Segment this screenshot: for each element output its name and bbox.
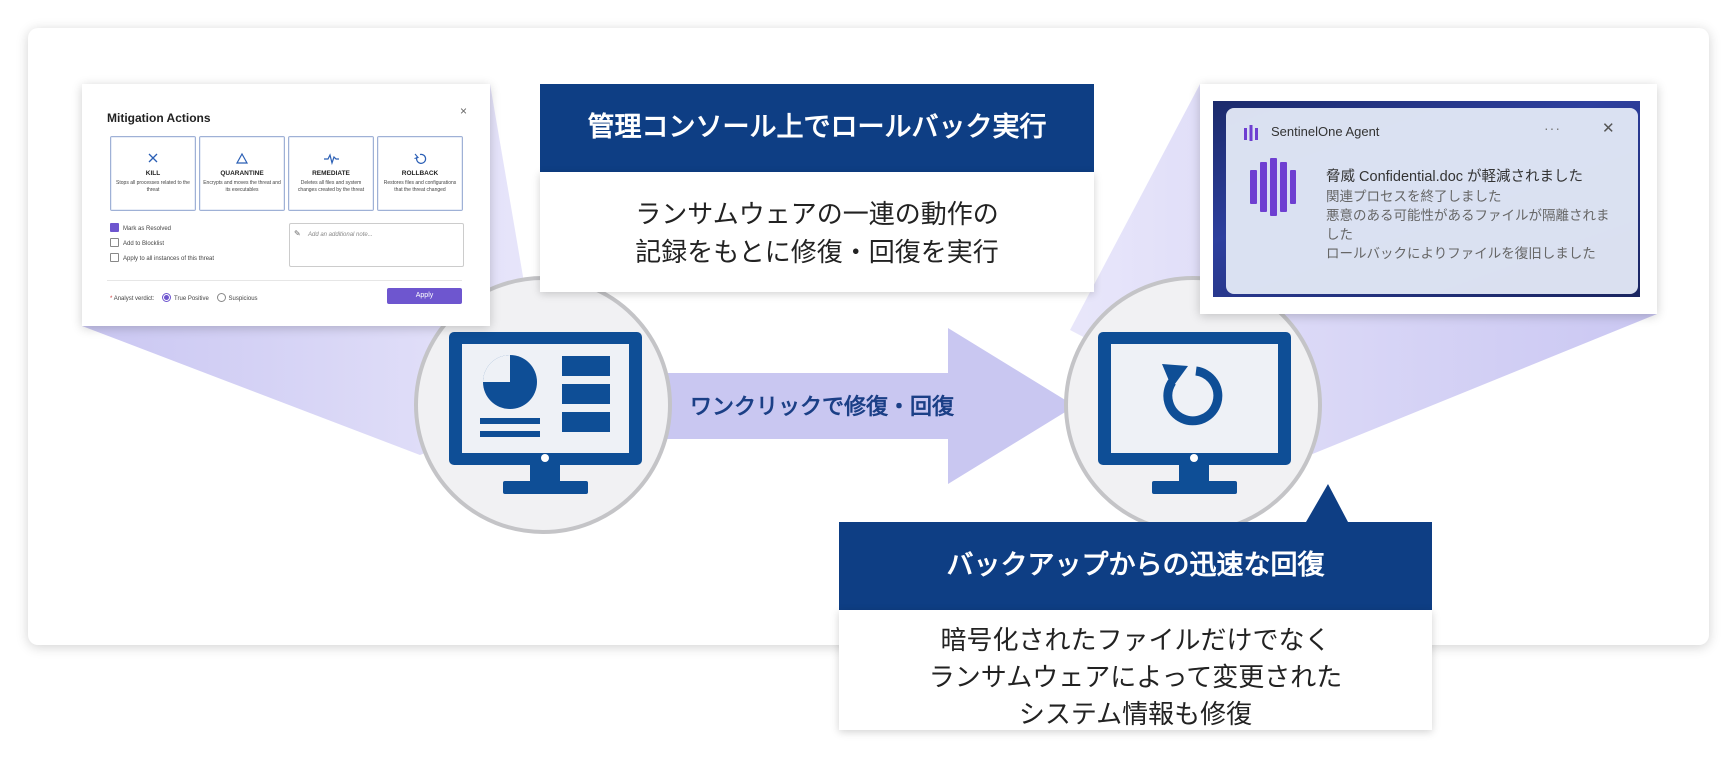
close-icon[interactable]: × [460,104,468,118]
callout-line: システム情報も修復 [1018,700,1253,730]
callout-line: 記録をもとに修復・回復を実行 [635,238,999,268]
triangle-icon [235,152,249,164]
action-kill-button[interactable]: KILL Stops all processes related to the … [110,136,196,211]
flow-arrow [665,328,1075,484]
callout-console-body: ランサムウェアの一連の動作の 記録をもとに修復・回復を実行 [540,172,1094,292]
restore-monitor-icon [1064,276,1322,534]
apply-button[interactable]: Apply [387,288,462,304]
close-icon[interactable]: ✕ [1602,120,1615,137]
message-line: 関連プロセスを終了しました [1326,189,1502,204]
action-name: QUARANTINE [220,170,264,177]
action-description: Deletes all files and system changes cre… [297,180,365,193]
radio-suspicious[interactable] [216,293,226,302]
sentinelone-shield-icon [1250,158,1296,216]
app-name: SentinelOne Agent [1271,124,1380,139]
note-input[interactable]: ✎ Add an additional note... [289,223,464,267]
checkbox-unchecked[interactable] [110,253,119,262]
message-line: 悪意のある可能性があるファイルが隔離されま [1326,208,1610,223]
notification-message: 関連プロセスを終了しました 悪意のある可能性があるファイルが隔離されま した ロ… [1326,187,1616,263]
mark-resolved-checkbox[interactable]: Mark as Resolved [110,223,171,232]
action-name: REMEDIATE [312,170,350,177]
action-description: Encrypts and moves the threat and its ex… [203,180,281,193]
checkbox-checked[interactable] [110,223,119,232]
action-rollback-button[interactable]: ROLLBACK Restores files and configuratio… [377,136,463,211]
checkbox-unchecked[interactable] [110,238,119,247]
action-description: Stops all processes related to the threa… [116,180,190,193]
required-mark: * [110,296,113,302]
analyst-verdict: * Analyst verdict: True Positive Suspici… [110,293,258,302]
notification-screenshot: SentinelOne Agent ··· ✕ 脅威 Confidential.… [1200,84,1657,314]
radio-label: Suspicious [228,296,258,302]
notification-title: 脅威 Confidential.doc が軽減されました [1326,169,1584,185]
radio-true-positive[interactable] [162,293,172,302]
add-blocklist-checkbox[interactable]: Add to Blocklist [110,238,164,247]
dashboard-monitor-icon [414,276,672,534]
action-name: KILL [145,170,161,177]
flow-arrow-label: ワンクリックで修復・回復 [690,395,955,420]
callout-line: ランサムウェアの一連の動作の [635,200,999,230]
checkbox-label: Add to Blocklist [123,241,165,247]
callout-pointer-backup [1306,484,1348,522]
mitigation-actions-dialog: Mitigation Actions × KILL Stops all proc… [82,84,490,326]
rollback-icon [414,153,427,164]
callout-console-heading: 管理コンソール上でロールバック実行 [540,84,1094,172]
action-name: ROLLBACK [401,170,439,177]
callout-backup-body: 暗号化されたファイルだけでなく ランサムウェアによって変更された システム情報も… [839,610,1432,730]
callout-line: ランサムウェアによって変更された [928,663,1343,693]
action-remediate-button[interactable]: REMEDIATE Deletes all files and system c… [288,136,374,211]
checkbox-label: Mark as Resolved [123,226,172,232]
note-placeholder: Add an additional note... [308,232,373,238]
message-line: した [1326,227,1353,242]
sentinelone-logo-icon [1244,125,1258,141]
divider [107,280,462,281]
pulse-icon [324,153,339,166]
more-options-icon[interactable]: ··· [1544,120,1561,136]
x-icon [148,153,158,163]
message-line: ロールバックによりファイルを復旧しました [1326,246,1596,261]
sentinelone-toast: SentinelOne Agent ··· ✕ 脅威 Confidential.… [1226,108,1638,294]
verdict-label: Analyst verdict: [113,296,155,302]
edit-note-icon: ✎ [294,229,301,238]
desktop-background: SentinelOne Agent ··· ✕ 脅威 Confidential.… [1213,101,1640,297]
action-quarantine-button[interactable]: QUARANTINE Encrypts and moves the threat… [199,136,285,211]
callout-line: 暗号化されたファイルだけでなく [940,626,1331,656]
dialog-title: Mitigation Actions [107,111,211,125]
radio-label: True Positive [174,296,209,302]
action-description: Restores files and configurations that t… [383,180,457,193]
callout-backup-heading: バックアップからの迅速な回復 [839,522,1432,610]
checkbox-label: Apply to all instances of this threat [123,256,215,262]
apply-all-instances-checkbox[interactable]: Apply to all instances of this threat [110,253,214,262]
